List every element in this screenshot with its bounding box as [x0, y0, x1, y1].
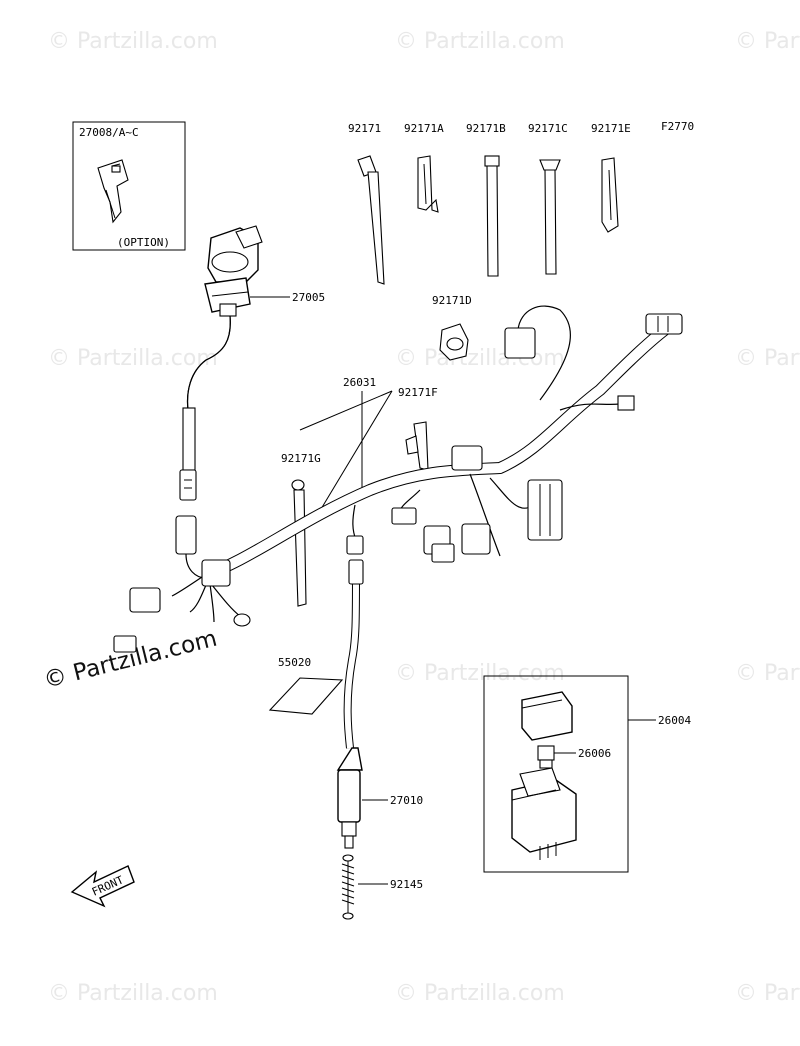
- key-option-box[interactable]: 27008/A~C (OPTION): [72, 121, 186, 251]
- front-arrow-icon: [70, 865, 135, 908]
- watermark: © Partzilla.com: [395, 29, 565, 54]
- part-label-92171g: 92171G: [281, 452, 321, 465]
- spring-icon: [341, 854, 355, 920]
- fuse-icon: [537, 745, 555, 769]
- clamp-92171a[interactable]: 92171A: [404, 122, 444, 213]
- part-label-26004: 26004: [658, 714, 691, 727]
- watermark: © Partzilla.com: [735, 29, 800, 54]
- part-label-92171a: 92171A: [404, 122, 444, 135]
- part-label-27010: 27010: [390, 794, 423, 807]
- clip-icon: [417, 155, 439, 213]
- relay-base-icon: [511, 767, 577, 860]
- pad[interactable]: 55020: [268, 656, 344, 715]
- clamp-92171c[interactable]: 92171C: [528, 122, 568, 275]
- watermark: © Partzilla.com: [48, 29, 218, 54]
- cable-tie-icon: [291, 479, 307, 607]
- clamp-92171b[interactable]: 92171B: [466, 122, 506, 277]
- front-arrow: FRONT: [70, 865, 135, 908]
- ignition-switch-icon: [204, 225, 263, 317]
- brake-switch-icon: [336, 747, 363, 849]
- clip-icon: [601, 157, 619, 233]
- part-label-92171d: 92171D: [432, 294, 472, 307]
- pad-icon: [268, 677, 344, 715]
- brake-switch[interactable]: 27010: [336, 559, 423, 849]
- clamp-92171d[interactable]: 92171D: [432, 294, 472, 361]
- diagram-code: F2770: [661, 120, 694, 133]
- part-label-26006: 26006: [578, 747, 611, 760]
- watermark: © Partzilla.com: [48, 346, 218, 371]
- watermark: © Partzilla.com: [735, 981, 800, 1006]
- clamp-92171[interactable]: 92171: [348, 122, 385, 285]
- part-label-27005: 27005: [292, 291, 325, 304]
- wiring-harness: [113, 305, 683, 653]
- part-label-92171e: 92171E: [591, 122, 631, 135]
- watermark: © Partzilla.com: [395, 661, 565, 686]
- watermark: © Partzilla.com: [735, 346, 800, 371]
- part-label-92145: 92145: [390, 878, 423, 891]
- part-label-92171f: 92171F: [398, 386, 438, 399]
- cable-tie-icon: [539, 159, 561, 275]
- option-label: (OPTION): [117, 236, 170, 249]
- wiring-harness-label-group[interactable]: 26031: [299, 376, 393, 525]
- part-label-26031: 26031: [343, 376, 376, 389]
- spring[interactable]: 92145: [341, 854, 423, 920]
- relay-cover-icon: [521, 691, 573, 741]
- cable-tie-icon: [484, 155, 500, 277]
- key-icon: [97, 159, 129, 224]
- part-label-92171: 92171: [348, 122, 381, 135]
- relay-assembly[interactable]: 26004 26006: [483, 675, 691, 873]
- clamp-icon: [439, 323, 469, 361]
- clip-icon: [405, 421, 429, 471]
- clamp-92171e[interactable]: 92171E: [591, 122, 631, 233]
- part-label-92171c: 92171C: [528, 122, 568, 135]
- watermark: © Partzilla.com: [48, 981, 218, 1006]
- part-label-92171b: 92171B: [466, 122, 506, 135]
- ignition-switch[interactable]: 27005: [179, 225, 325, 501]
- part-label-55020: 55020: [278, 656, 311, 669]
- clamp-92171f[interactable]: 92171F: [398, 386, 438, 471]
- watermark: © Partzilla.com: [395, 981, 565, 1006]
- watermark: © Partzilla.com: [395, 346, 565, 371]
- part-label-27008: 27008/A~C: [79, 126, 139, 139]
- cable-tie-icon: [357, 155, 385, 285]
- watermark: © Partzilla.com: [735, 661, 800, 686]
